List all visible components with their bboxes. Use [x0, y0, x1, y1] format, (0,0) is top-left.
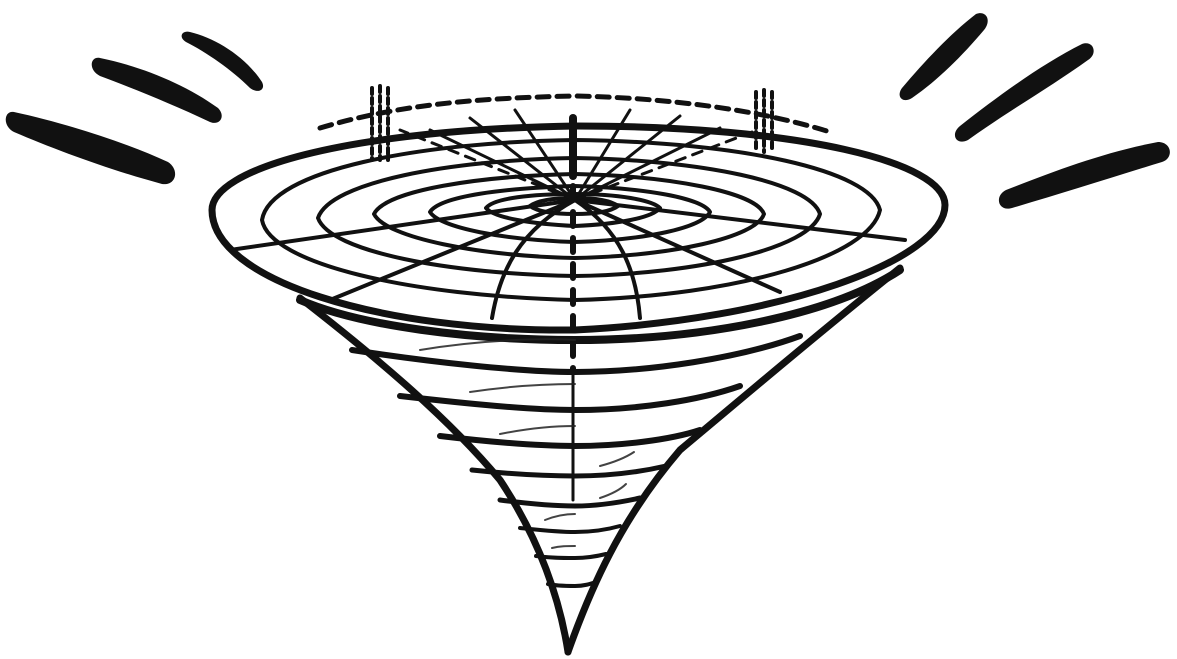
- motion-lines-left: [6, 32, 263, 185]
- motion-stroke-right-2: [955, 43, 1094, 141]
- motion-stroke-right-3: [999, 142, 1170, 209]
- motion-lines-right: [900, 13, 1170, 209]
- motion-stroke-right-1: [900, 13, 988, 100]
- motion-stroke-left-2: [92, 58, 222, 123]
- motion-stroke-left-3: [6, 112, 175, 184]
- motion-stroke-left-1: [182, 32, 263, 91]
